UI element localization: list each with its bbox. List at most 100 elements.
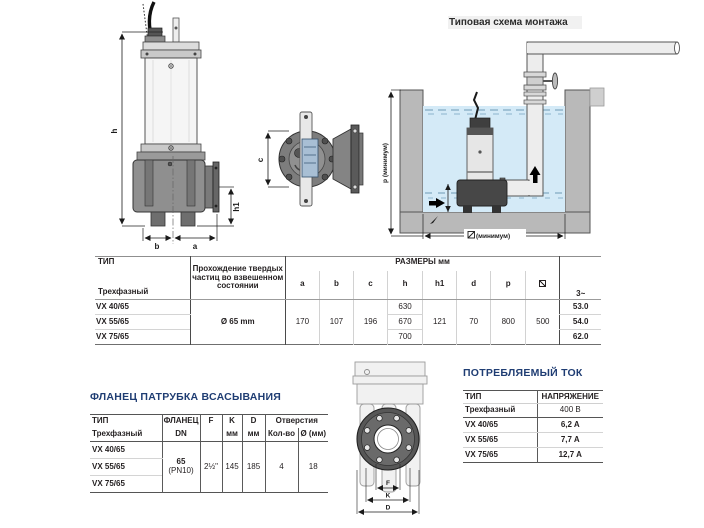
col-pit-header — [525, 270, 560, 300]
model-cell: VX 75/65 — [96, 331, 129, 341]
holes-header: Отверстия — [264, 414, 328, 428]
weight-cell: 53.0 — [559, 299, 601, 315]
k-unit: мм — [221, 427, 242, 442]
col-p-header: p — [490, 270, 526, 300]
dim-label-h1: h1 — [232, 202, 241, 212]
flow-arrow-up — [529, 166, 541, 175]
value-h1: 121 — [422, 299, 457, 345]
type-header: ТИП — [92, 415, 109, 425]
type-sub-header: Трехфазный — [90, 427, 162, 442]
col-a-header: a — [284, 270, 320, 300]
level-tick — [430, 216, 438, 224]
dn-header: ФЛАНЕЦ — [161, 414, 200, 428]
pump-cable — [472, 91, 480, 121]
voltage-header: НАПРЯЖЕНИЕ — [536, 390, 603, 404]
pump-top-view-drawing: c — [256, 111, 364, 207]
dim-label-b: b — [155, 242, 160, 251]
weight-cell: 54.0 — [559, 314, 601, 330]
dim-label-c: c — [256, 157, 265, 162]
value-b: 107 — [318, 299, 354, 345]
float-guide — [172, 17, 180, 43]
installation-title: Типовая схема монтажа — [448, 16, 582, 29]
flow-arrow-in — [436, 198, 445, 208]
dn-value-sub: (PN10) — [168, 466, 194, 475]
voltage-value: 400 В — [536, 403, 603, 418]
gate-valve — [526, 76, 544, 86]
k-header: K — [221, 414, 242, 428]
discharge-flange — [212, 161, 220, 213]
type-header-cell: ТИП Трехфазный — [95, 256, 191, 300]
dim-label-F: F — [386, 480, 390, 487]
current-value: 7,7 A — [536, 432, 603, 448]
current-value: 12,7 A — [536, 447, 603, 463]
solids-value: Ø 65 mm — [189, 299, 286, 345]
discharge-flange-face — [350, 124, 360, 194]
pit-ledge — [589, 87, 605, 107]
value-d: 70 — [456, 299, 491, 345]
holes-count-value: 4 — [264, 441, 298, 493]
model-cell: VX 55/65 — [90, 458, 162, 476]
d-unit: мм — [241, 427, 265, 442]
holes-count-header: Кол-во — [264, 427, 298, 442]
model-cell: VX 40/65 — [463, 417, 537, 433]
flange-section-title: ФЛАНЕЦ ПАТРУБКА ВСАСЫВАНИЯ — [90, 391, 282, 403]
value-pit: 500 — [525, 299, 560, 345]
dim-label-a: a — [193, 242, 198, 251]
model-cell: VX 55/65 — [463, 432, 537, 448]
dn-value-cell: 65 (PN10) — [161, 441, 200, 493]
k-value: 145 — [221, 441, 242, 493]
model-cell: VX 40/65 — [90, 441, 162, 459]
weight-cell: 62.0 — [559, 329, 601, 345]
model-cell: VX 40/65 — [95, 299, 191, 315]
model-cell: VX 75/65 — [465, 449, 498, 459]
model-cell: VX 55/65 — [95, 314, 191, 330]
col-d-header: d — [456, 270, 491, 300]
dn-value: 65 — [176, 457, 186, 467]
dim-label-p: p (минимум) — [382, 143, 389, 183]
type-sub-header: Трехфазный — [98, 287, 149, 297]
type-header: ТИП — [463, 390, 537, 404]
value-p: 800 — [490, 299, 526, 345]
name-plate — [301, 138, 319, 178]
f-header: F — [199, 414, 222, 428]
pit-dimension-symbol — [539, 280, 547, 288]
phase-header: 3~ — [559, 256, 601, 300]
pit-left-wall — [399, 89, 424, 213]
type-sub-header: Трехфазный — [463, 403, 537, 418]
value-a: 170 — [284, 299, 320, 345]
installation-diagram: p (минимум) (минимум) — [382, 41, 680, 240]
current-table: ТИП НАПРЯЖЕНИЕ Трехфазный 400 В VX 40/65… — [463, 390, 603, 463]
dn-sub-header: DN — [161, 427, 200, 442]
pit-width-label: (минимум) — [476, 233, 510, 240]
outlet-pipe — [526, 41, 678, 55]
model-cell: VX 75/65 — [92, 478, 125, 488]
value-h: 630 — [387, 299, 423, 315]
discharge-neck — [332, 128, 352, 190]
solids-header: Прохождение твердых частиц во взвешенном… — [189, 256, 286, 300]
dim-label-D: D — [386, 505, 391, 512]
pump-front-view-drawing: h h1 b a — [110, 1, 241, 251]
valve-handwheel — [551, 72, 559, 90]
type-header: ТИП — [98, 257, 115, 266]
current-value: 6,2 A — [536, 417, 603, 433]
holes-d-header: Ø (мм) — [297, 427, 328, 442]
flange-bolt-holes — [364, 415, 412, 463]
value-c: 196 — [352, 299, 388, 345]
pit-dimension-symbol — [467, 231, 475, 239]
d-value: 185 — [241, 441, 265, 493]
col-h1-header: h1 — [422, 270, 457, 300]
d-header: D — [241, 414, 265, 428]
dimensions-table: ТИП Трехфазный Прохождение твердых части… — [95, 256, 601, 345]
holes-d-value: 18 — [297, 441, 328, 493]
col-b-header: b — [318, 270, 354, 300]
col-h-header: h — [387, 270, 423, 300]
pit-right-wall — [564, 89, 591, 213]
col-c-header: c — [352, 270, 388, 300]
f-value: 2½" — [199, 441, 222, 493]
suction-port — [373, 424, 403, 454]
f-unit-cell — [199, 427, 222, 442]
pump-volute-diagram — [456, 179, 508, 207]
dim-label-K: K — [386, 493, 391, 500]
current-section-title: ПОТРЕБЛЯЕМЫЙ ТОК — [463, 367, 583, 379]
